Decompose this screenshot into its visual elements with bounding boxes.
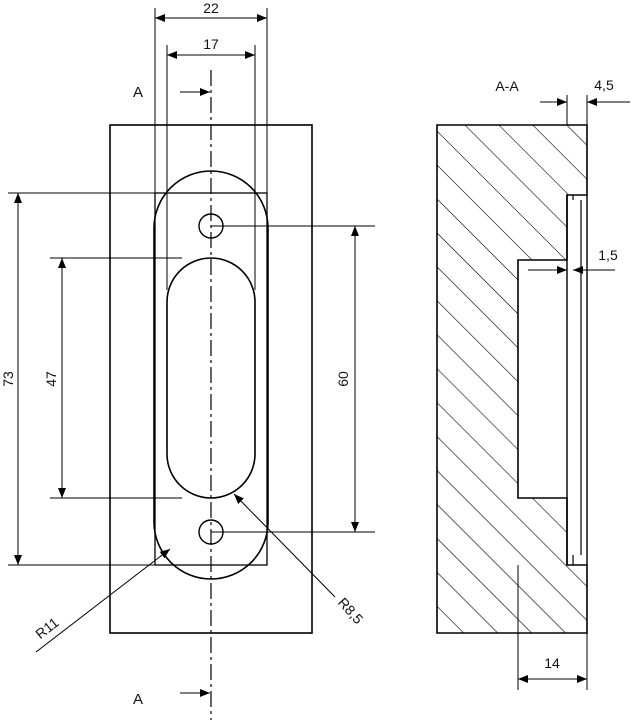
- dim-17-label: 17: [203, 36, 219, 52]
- section-marker-top: A: [133, 84, 143, 101]
- section-dimension-lines: [517, 95, 630, 690]
- dim-4-5-label: 4,5: [594, 77, 614, 93]
- dim-47-label: 47: [43, 371, 59, 387]
- section-hatched-body: [436, 124, 588, 634]
- dim-60-label: 60: [335, 371, 351, 387]
- radius-r11-label: R11: [32, 614, 61, 642]
- dim-22-label: 22: [203, 0, 219, 16]
- section-marker-bottom: A: [133, 691, 143, 708]
- dim-73-label: 73: [0, 371, 16, 387]
- section-label: A-A: [495, 78, 519, 94]
- dim-14-label: 14: [544, 655, 560, 671]
- radius-r8-5-label: R8,5: [335, 594, 367, 627]
- dim-1-5-label: 1,5: [598, 247, 618, 263]
- section-view: [436, 124, 588, 634]
- front-view: [109, 70, 313, 720]
- dimension-lines: [8, 8, 375, 697]
